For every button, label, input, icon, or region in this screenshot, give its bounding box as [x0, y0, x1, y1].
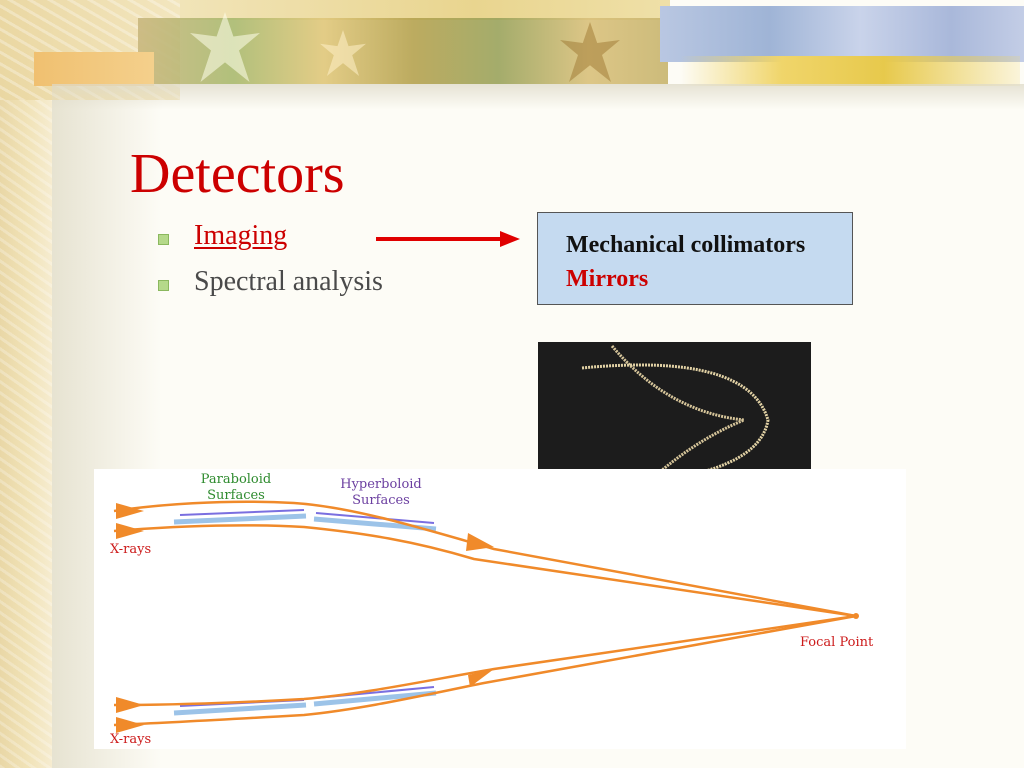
left-parchment-strip	[0, 0, 52, 768]
xrays-label-bottom: X-rays	[110, 732, 152, 747]
ray-top-1	[113, 500, 857, 618]
bullet-text: Imaging	[194, 220, 288, 251]
paraboloid-label-line2: Surfaces	[207, 488, 265, 504]
hyperboloid-label-line2: Surfaces	[352, 493, 410, 509]
bullet-spectral-analysis: Spectral analysis	[158, 268, 383, 306]
ray-bottom-2	[113, 614, 857, 727]
top-decorative-banner	[0, 0, 1024, 110]
hyperboloid-label-line1: Hyperboloid	[340, 477, 422, 492]
focal-point-label: Focal Point	[800, 635, 874, 650]
paraboloid-surface-top	[173, 509, 307, 525]
ray-top-2	[113, 524, 857, 618]
xray-mirror-diagram: Paraboloid Surfaces Hyperboloid Surfaces…	[94, 469, 906, 749]
banner-orange-band	[34, 52, 154, 86]
slide-title: Detectors	[130, 143, 345, 205]
banner-wheat-strip	[680, 56, 1020, 86]
collimator-line-mechanical: Mechanical collimators	[566, 232, 806, 258]
banner-blue-strip	[660, 6, 1024, 62]
xrays-label-top: X-rays	[110, 542, 152, 557]
collimator-box: Mechanical collimators Mirrors	[537, 212, 853, 305]
paraboloid-label-line1: Paraboloid	[200, 472, 272, 487]
ray-paths	[113, 500, 859, 733]
collimator-line-mirrors: Mirrors	[566, 266, 649, 292]
bullet-imaging: Imaging	[158, 222, 383, 260]
bullet-list: Imaging Spectral analysis	[158, 222, 383, 306]
banner-shadow	[52, 84, 1024, 110]
focal-point-marker	[853, 613, 859, 619]
bullet-square-icon	[158, 234, 169, 245]
ray-arrowheads	[116, 503, 494, 733]
hyperboloid-label: Hyperboloid Surfaces	[316, 477, 446, 510]
paraboloid-label: Paraboloid Surfaces	[186, 472, 286, 505]
ray-bottom-1	[113, 614, 857, 707]
bullet-square-icon	[158, 280, 169, 291]
right-arrow-icon	[376, 231, 520, 247]
arrow-head	[500, 231, 520, 247]
xray-rays	[113, 500, 857, 727]
bullet-text: Spectral analysis	[194, 266, 383, 297]
banner-gold-band	[180, 0, 670, 20]
